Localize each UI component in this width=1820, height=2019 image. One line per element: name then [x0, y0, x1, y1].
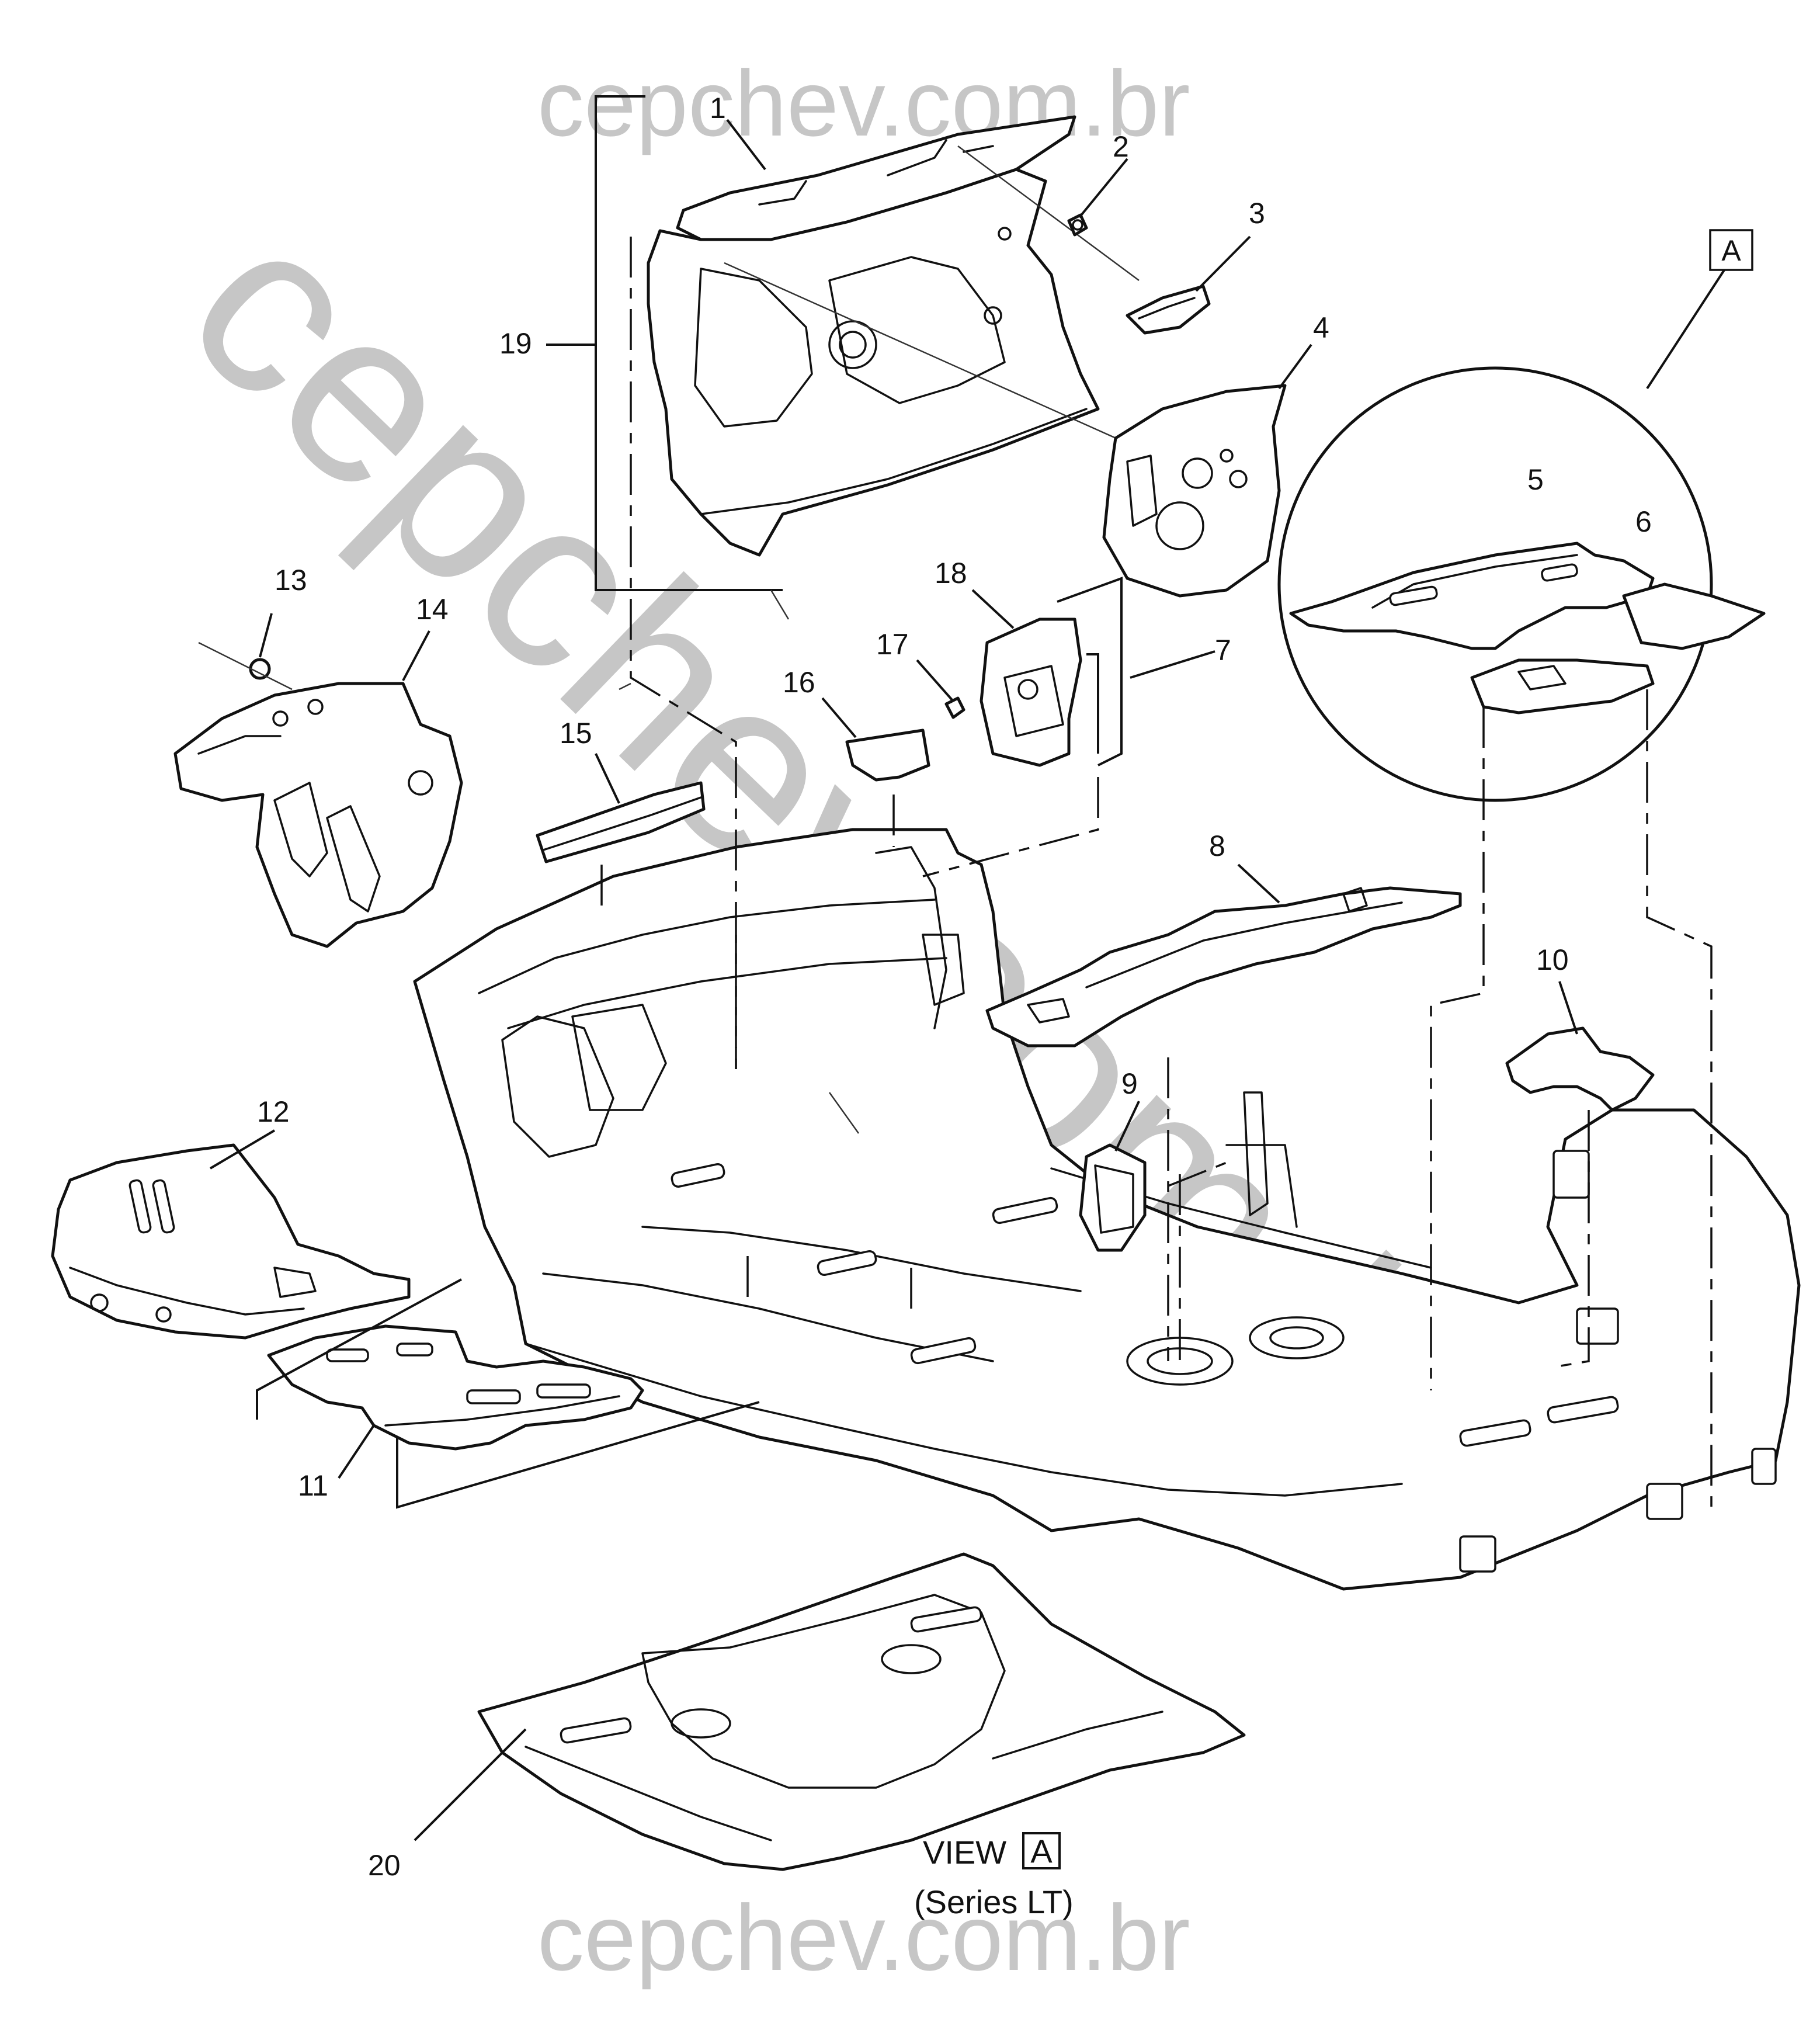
callout-4: 4 — [1313, 311, 1329, 344]
watermark-bottom: cepchev.com.br — [537, 1885, 1190, 1990]
callout-16: 16 — [783, 666, 815, 699]
part-1-dash-insulator — [647, 115, 1169, 557]
part-10-pad — [1505, 1026, 1655, 1112]
part-13-grommet — [249, 658, 271, 680]
callout-1: 1 — [710, 92, 726, 124]
view-a-marker-letter: A — [1721, 234, 1741, 267]
view-caption: VIEW A (Series LT) — [914, 1832, 1074, 1920]
callout-19: 19 — [499, 327, 532, 360]
view-caption-letter-box — [1022, 1832, 1061, 1869]
view-a-marker: A — [1646, 229, 1753, 390]
callout-15: 15 — [560, 717, 592, 750]
part-14-insulator — [173, 641, 463, 948]
callout-leaders — [209, 119, 1578, 1841]
watermark-top: cepchev.com.br — [537, 51, 1190, 155]
part-3-plate — [1126, 285, 1211, 335]
part-16-pad — [845, 728, 930, 782]
view-a-marker-box — [1709, 229, 1753, 271]
part-2-fastener — [1067, 213, 1088, 237]
part-9-pad — [1079, 1143, 1147, 1252]
bracket-19 — [546, 95, 783, 591]
callout-10: 10 — [1536, 943, 1569, 976]
callout-14: 14 — [416, 593, 449, 626]
view-caption-series: (Series LT) — [914, 1883, 1074, 1920]
callout-20: 20 — [368, 1849, 401, 1882]
part-8-tunnel-insulator — [985, 886, 1462, 1047]
callout-6: 6 — [1635, 505, 1652, 538]
callout-9: 9 — [1121, 1067, 1138, 1100]
callout-2: 2 — [1113, 130, 1129, 163]
callout-5: 5 — [1527, 463, 1544, 496]
part-17-clip — [944, 696, 965, 719]
callout-12: 12 — [257, 1095, 290, 1128]
location-lines — [600, 237, 1713, 1513]
callout-13: 13 — [275, 564, 307, 596]
part-15-strip — [536, 781, 706, 863]
part-11-floor-insulator — [267, 1324, 644, 1451]
part-18-cover — [980, 618, 1082, 767]
bracket-7 — [1057, 577, 1123, 766]
view-caption-label: VIEW — [923, 1834, 1006, 1871]
callout-11: 11 — [298, 1469, 328, 1502]
bracket-11-12 — [256, 1278, 760, 1509]
callout-17: 17 — [876, 628, 909, 661]
view-a-detail — [1277, 366, 1766, 802]
callout-18: 18 — [935, 557, 967, 589]
callout-8: 8 — [1209, 830, 1225, 862]
part-12-floor-insulator — [51, 1143, 411, 1340]
callout-7: 7 — [1215, 634, 1231, 667]
part-20-rear-floor-insulator — [477, 1552, 1246, 1871]
part-4-side-insulator — [1102, 384, 1287, 598]
view-caption-letter: A — [1030, 1833, 1053, 1869]
callout-3: 3 — [1249, 197, 1265, 230]
callout-numbers: 1 2 3 4 5 6 7 8 9 10 11 12 13 14 15 16 1… — [257, 92, 1652, 1882]
